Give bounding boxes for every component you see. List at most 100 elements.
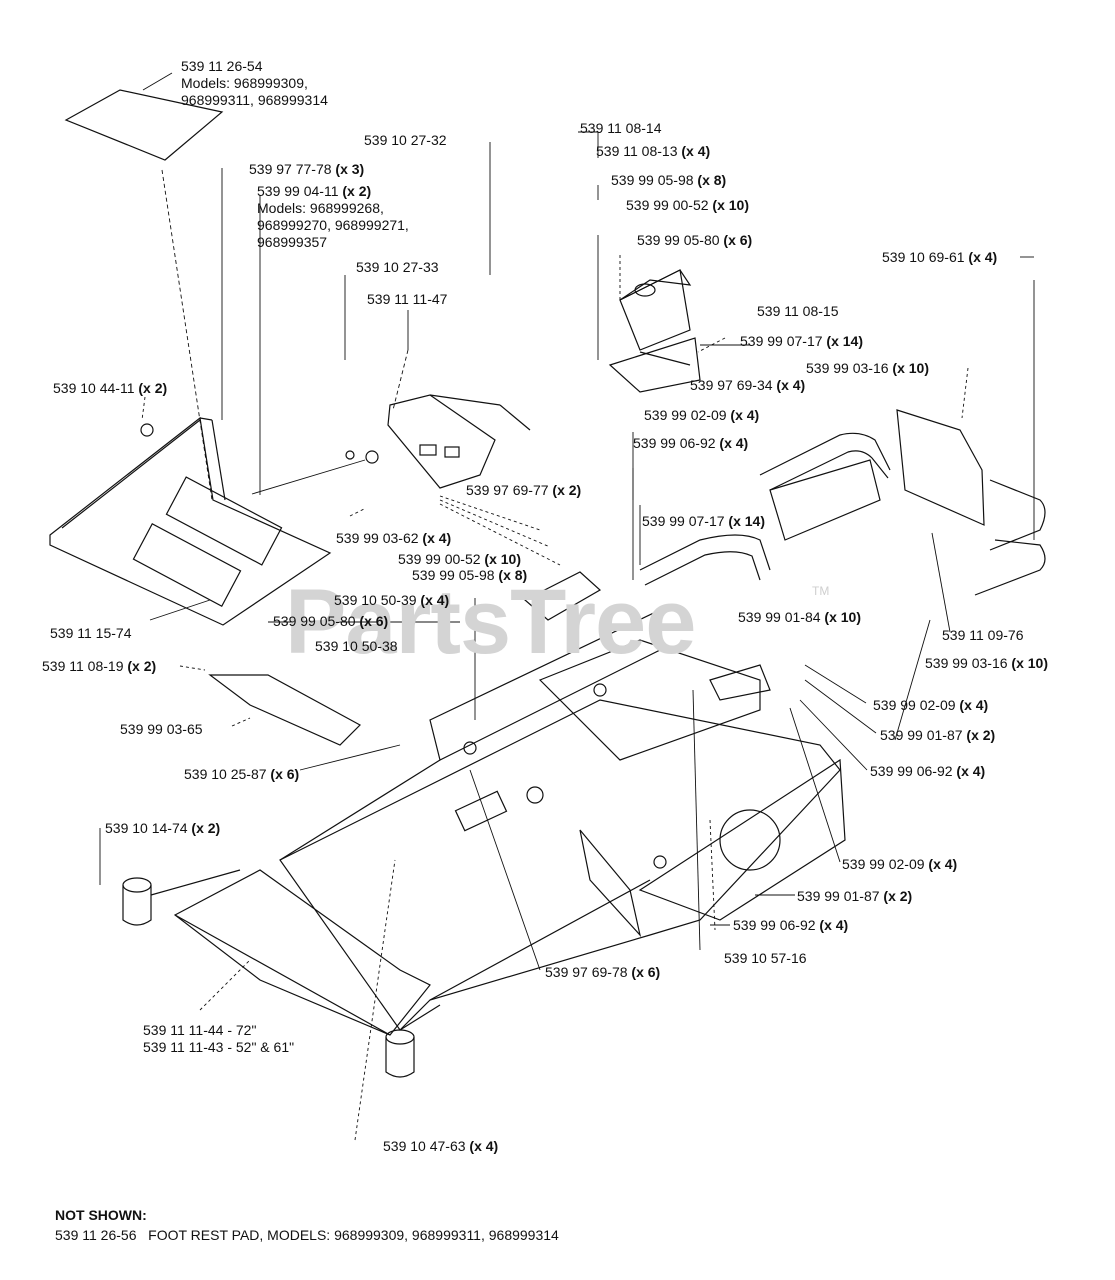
callout-label: 539 99 02-09 (x 4) (873, 697, 988, 714)
quantity: (x 4) (730, 407, 760, 423)
callout-label: 539 10 25-87 (x 6) (184, 766, 299, 783)
part-number: 539 11 08-15 (757, 303, 839, 319)
small-brackets-part (208, 571, 771, 755)
callout-part-number: 539 99 01-87 (x 2) (797, 888, 912, 905)
callout-label: 539 99 00-52 (x 10) (398, 551, 521, 568)
callout-part-number: 539 10 50-39 (x 4) (334, 592, 449, 609)
callout-note: 968999357 (257, 234, 328, 250)
part-number: 539 99 02-09 (644, 407, 727, 423)
part-number: 539 99 03-16 (806, 360, 889, 376)
part-number: 539 99 06-92 (733, 917, 816, 933)
part-number: 539 99 00-52 (626, 197, 709, 213)
callout-note: 539 11 11-43 - 52" & 61" (143, 1039, 295, 1055)
part-number: 539 97 77-78 (249, 161, 332, 177)
fuel-tank-part (608, 269, 701, 393)
quantity: (x 2) (342, 183, 372, 199)
part-number: 539 10 25-87 (184, 766, 267, 782)
callout-part-number: 539 99 05-80 (x 6) (637, 232, 752, 249)
callout-part-number: 539 99 07-17 (x 14) (740, 333, 863, 350)
callout-label: 539 10 44-11 (x 2) (53, 380, 167, 397)
quantity: (x 2) (138, 380, 168, 396)
quantity: (x 8) (697, 172, 727, 188)
callout-label: 539 11 11-47 (367, 291, 447, 308)
foot-rest-pad-part (64, 89, 224, 161)
callout-label: 539 11 09-76 (942, 627, 1023, 644)
callout-part-number: 539 99 03-16 (x 10) (925, 655, 1048, 672)
quantity: (x 2) (127, 658, 157, 674)
quantity: (x 4) (968, 249, 998, 265)
quantity: (x 4) (819, 917, 849, 933)
part-number: 539 11 26-54 (181, 58, 263, 74)
callout-label: 539 10 50-39 (x 4) (334, 592, 449, 609)
callout-label: 539 99 07-17 (x 14) (740, 333, 863, 350)
callout-label: 539 99 01-84 (x 10) (738, 609, 861, 626)
quantity: (x 4) (776, 377, 806, 393)
callout-label: 539 99 01-87 (x 2) (797, 888, 912, 905)
part-number: 539 99 03-65 (120, 721, 203, 737)
quantity: (x 4) (681, 143, 711, 159)
callout-part-number: 539 99 05-98 (x 8) (412, 567, 527, 584)
quantity: (x 4) (928, 856, 958, 872)
part-number: 539 10 69-61 (882, 249, 965, 265)
part-number: 539 99 01-84 (738, 609, 821, 625)
part-number: 539 99 00-52 (398, 551, 481, 567)
callout-part-number: 539 97 69-78 (x 6) (545, 964, 660, 981)
quantity: (x 10) (1011, 655, 1048, 671)
part-number: 539 99 03-62 (336, 530, 419, 546)
callout-part-number: 539 99 06-92 (x 4) (870, 763, 985, 780)
callout-part-number: 539 10 25-87 (x 6) (184, 766, 299, 783)
quantity: (x 10) (892, 360, 929, 376)
callout-part-number: 539 99 02-09 (x 4) (873, 697, 988, 714)
callout-part-number: 539 11 11-47 (367, 291, 447, 308)
callout-part-number: 539 99 04-11 (x 2) (257, 183, 409, 200)
not-shown-title: NOT SHOWN: (55, 1207, 147, 1223)
quantity: (x 2) (883, 888, 913, 904)
part-number: 539 99 04-11 (257, 183, 339, 199)
callout-label: 539 97 69-77 (x 2) (466, 482, 581, 499)
part-number: 539 99 05-80 (273, 613, 356, 629)
quantity: (x 8) (498, 567, 528, 583)
callout-label: 539 99 05-98 (x 8) (412, 567, 527, 584)
quantity: (x 4) (469, 1138, 499, 1154)
callout-part-number: 539 99 01-87 (x 2) (880, 727, 995, 744)
front-footplate-part (173, 869, 431, 1036)
callout-part-number: 539 97 69-34 (x 4) (690, 377, 805, 394)
part-number: 539 10 57-16 (724, 950, 807, 966)
callout-part-number: 539 10 50-38 (315, 638, 398, 655)
callout-part-number: 539 11 08-19 (x 2) (42, 658, 156, 675)
callout-label: 539 11 15-74 (50, 625, 131, 642)
quantity: (x 14) (826, 333, 863, 349)
caster-tube-part (122, 869, 415, 1078)
quantity: (x 4) (956, 763, 986, 779)
callout-label: 539 99 06-92 (x 4) (633, 435, 748, 452)
part-number: 539 99 05-80 (637, 232, 720, 248)
callout-label: 539 10 27-33 (356, 259, 439, 276)
not-shown-part: 539 11 26-56 (55, 1227, 137, 1243)
part-number: 539 97 69-78 (545, 964, 628, 980)
quantity: (x 10) (712, 197, 749, 213)
handle-bar-part (639, 534, 771, 586)
callout-label: 539 11 08-14 (580, 120, 661, 137)
part-number: 539 99 06-92 (870, 763, 953, 779)
callout-note: Models: 968999268, (257, 200, 384, 216)
part-number: 539 10 14-74 (105, 820, 188, 836)
callout-part-number: 539 99 06-92 (x 4) (733, 917, 848, 934)
quantity: (x 10) (484, 551, 521, 567)
callout-part-number: 539 99 05-80 (x 6) (273, 613, 388, 630)
part-number: 539 99 07-17 (740, 333, 823, 349)
callout-label: 539 10 69-61 (x 4) (882, 249, 997, 266)
callout-part-number: 539 11 08-15 (757, 303, 838, 320)
rear-guard-part (759, 409, 1046, 596)
quantity: (x 4) (719, 435, 749, 451)
part-number: 539 11 08-14 (580, 120, 662, 136)
watermark-tm: TM (812, 584, 830, 598)
callout-label: 539 10 47-63 (x 4) (383, 1138, 498, 1155)
part-number: 539 11 11-47 (367, 291, 448, 307)
quantity: (x 10) (824, 609, 861, 625)
part-number: 539 10 47-63 (383, 1138, 466, 1154)
callout-part-number: 539 10 44-11 (x 2) (53, 380, 167, 397)
callout-part-number: 539 99 07-17 (x 14) (642, 513, 765, 530)
callout-note: Models: 968999309, (181, 75, 308, 91)
callout-label: 539 99 04-11 (x 2)Models: 968999268, 9689… (257, 183, 409, 251)
part-number: 539 10 27-32 (364, 132, 447, 148)
